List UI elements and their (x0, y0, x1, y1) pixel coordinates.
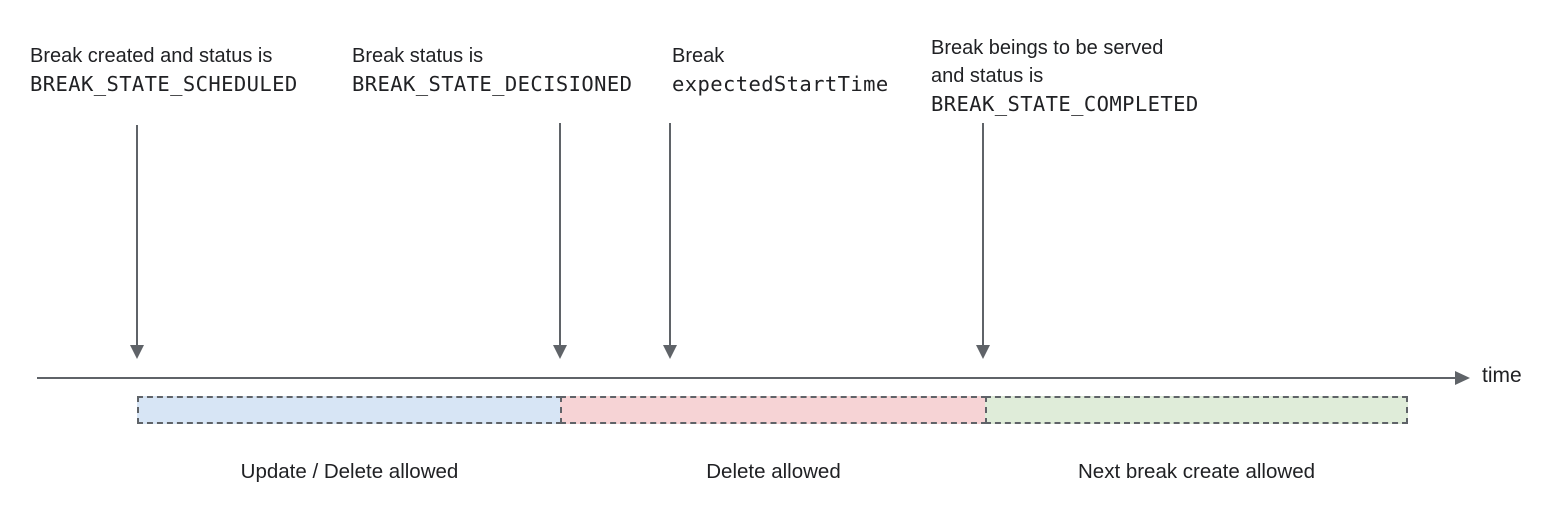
time-axis-line (37, 377, 1456, 379)
annotation-text: Break status is (352, 45, 484, 67)
annotation-break-completed: Break beings to be served and status is … (931, 34, 1199, 118)
down-arrow-icon (663, 123, 677, 359)
right-arrow-icon (1455, 371, 1470, 385)
annotation-text: Break created and status is (30, 45, 273, 67)
segment-delete-allowed (560, 396, 987, 424)
annotation-code: BREAK_STATE_DECISIONED (352, 72, 633, 96)
segment-label: Next break create allowed (1077, 460, 1315, 483)
annotation-code: BREAK_STATE_SCHEDULED (30, 72, 298, 96)
annotation-expected-start-time: Break expectedStartTime (672, 42, 889, 98)
down-arrow-icon (130, 125, 144, 359)
annotation-break-scheduled: Break created and status is BREAK_STATE_… (30, 42, 298, 98)
segment-next-break-create-allowed (985, 396, 1408, 424)
segment-label: Delete allowed (706, 460, 841, 483)
segment-update-delete-allowed (137, 396, 562, 424)
annotation-text: and status is (931, 65, 1044, 87)
annotation-text: Break beings to be served (931, 37, 1164, 59)
segment-label: Update / Delete allowed (240, 460, 459, 483)
annotation-code: BREAK_STATE_COMPLETED (931, 92, 1199, 116)
annotation-text: Break (672, 45, 725, 67)
annotation-code: expectedStartTime (672, 72, 889, 96)
down-arrow-icon (553, 123, 567, 359)
annotation-break-decisioned: Break status is BREAK_STATE_DECISIONED (352, 42, 632, 98)
down-arrow-icon (976, 123, 990, 359)
time-axis-label: time (1482, 364, 1522, 387)
